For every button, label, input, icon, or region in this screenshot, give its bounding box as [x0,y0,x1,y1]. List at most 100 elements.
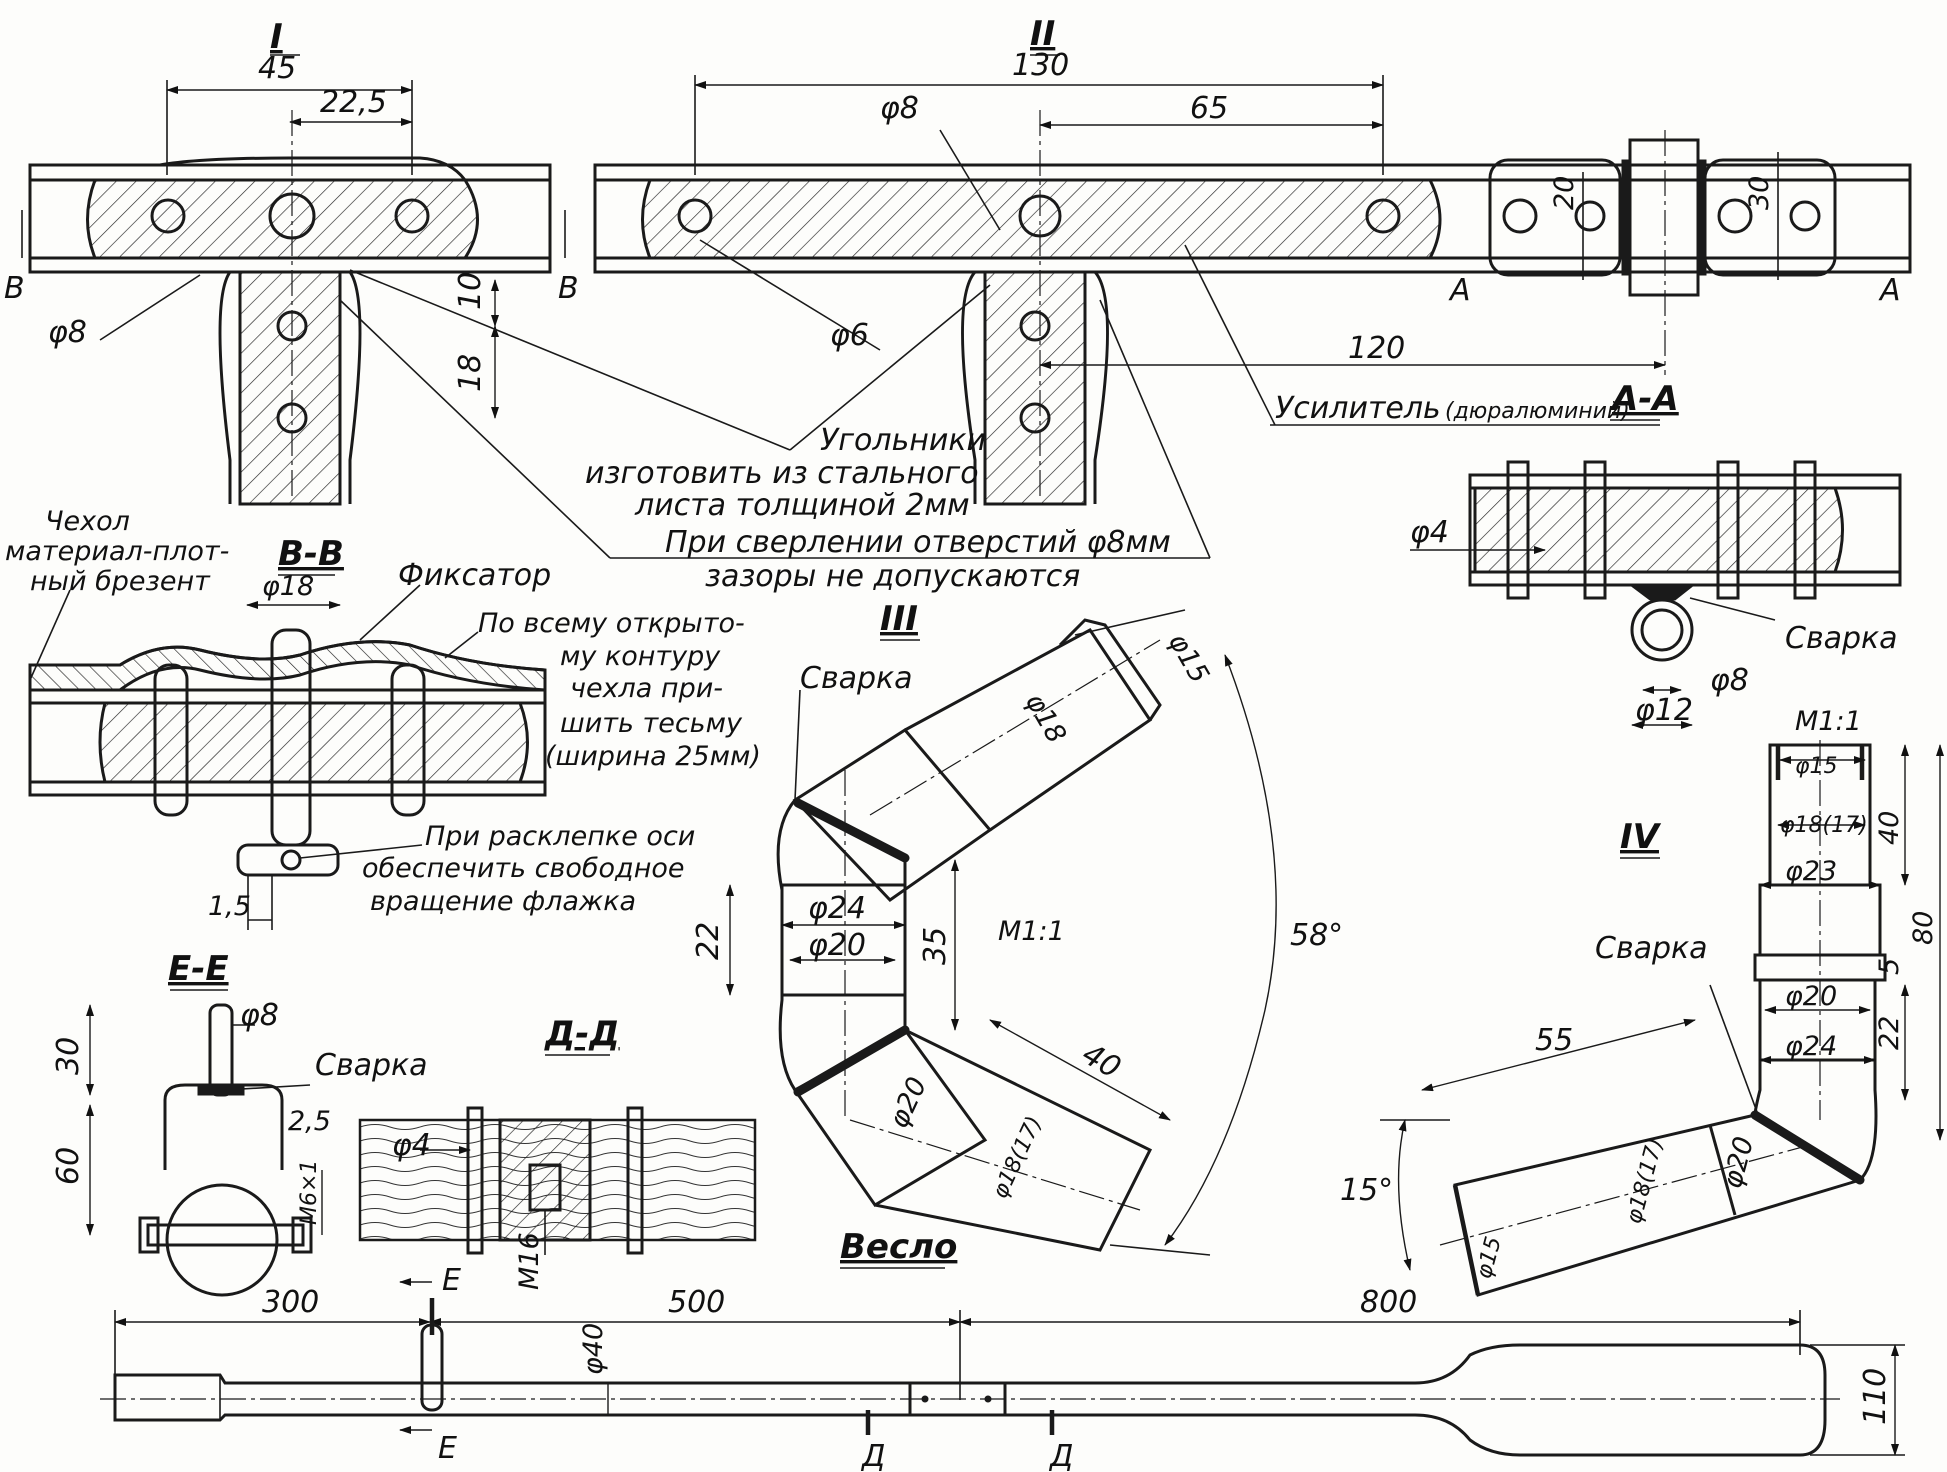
angle-58: 58° [1290,918,1343,953]
view-I-label: I [270,17,283,57]
scale: M1:1 [1795,706,1862,737]
leader-cover [29,589,71,681]
rivet [1793,460,1817,600]
hole [394,198,430,234]
dia-15b: φ15 [1472,1234,1507,1282]
ext-line [1109,1244,1211,1256]
dim-30: 30 [51,1037,86,1075]
dia-15: φ15 [1162,628,1215,689]
section-DD-label: Д-Д [544,1014,620,1054]
leader [1099,299,1211,559]
cover-fabric [28,640,547,692]
leader-dia-8 [939,129,1001,231]
hole [1019,310,1051,342]
dia-6-label: φ6 [830,318,869,353]
dim-45: 45 [258,51,296,86]
dim-40: 40 [1874,811,1905,845]
sew-note-2: му контуру [560,641,721,672]
rivet [1583,460,1607,600]
section-DD [358,1054,757,1255]
section-B-right: B [558,271,579,306]
dia-8: φ8 [1710,663,1749,698]
sew-note-4: шить тесьму [560,708,743,739]
hole [1574,200,1606,232]
hole [1019,402,1051,434]
dim-22: 22 [1874,1016,1905,1050]
dim-300: 300 [262,1285,319,1320]
wood-insert [98,701,529,784]
dim-22-5: 22,5 [320,85,387,120]
latch-pin [420,1323,444,1412]
dim-40: 40 [1076,1037,1127,1086]
dia-15: φ15 [1795,754,1838,779]
angle-arc-15 [1397,1119,1412,1271]
rivet [1506,460,1530,600]
sew-note-1: По всему открыто- [478,608,745,639]
dia-18-17: φ18(17) [1780,813,1868,838]
dia-40: φ40 [578,1323,609,1375]
leader-dia-6 [699,239,881,351]
reinforcer-left [1488,158,1622,277]
tube-inner [1640,608,1684,652]
note-corners-1: Угольники [820,423,986,458]
tube-end [1452,1184,1481,1296]
rivet [466,1106,484,1255]
leader-sew [444,631,479,659]
view-II-label: II [1030,14,1055,54]
leader [339,299,611,559]
weld-seam [1750,1110,1865,1185]
dim-800: 800 [1360,1285,1417,1320]
ext-line [1074,609,1186,636]
cover-note-2: материал-плот- [5,536,229,567]
pin [208,1003,234,1097]
shaft-section [165,1183,279,1297]
weld-label: Сварка [1785,621,1898,656]
axis [1439,1144,1811,1246]
dim-5: 5 [1874,958,1905,975]
axis [849,1119,1141,1211]
dim-18: 18 [453,354,488,392]
section-EE-label: Е-Е [168,949,229,989]
axis [869,639,1161,816]
tube-outline [593,163,1912,274]
view-II [593,54,1912,506]
thread-m16: M16 [514,1232,545,1290]
sew-note-5: (ширина 25мм) [545,741,761,772]
note-drill-1: При сверлении отверстий φ8мм [665,525,1171,560]
note-corners-2: изготовить из стального [585,456,979,491]
dia-18: φ18 [1019,688,1072,749]
corner-right [348,271,362,504]
bolt [146,1223,305,1247]
dia-4: φ4 [392,1128,431,1163]
cover-note-3: ный брезент [30,566,211,597]
corner-left [961,271,977,504]
leader-weld [1709,984,1761,1121]
oar-outline [113,1343,1827,1457]
bolt-head [138,1216,160,1254]
dim-35: 35 [918,927,953,965]
tube-upper-end [1058,618,1162,721]
view-III-label: III [880,599,918,639]
leader-weld [794,689,801,801]
dim-10: 10 [453,272,488,310]
leaders-notes [339,269,1660,559]
dia-24: φ24 [808,891,866,926]
dia-4: φ4 [1410,515,1449,550]
dia-8-label: φ8 [880,91,919,126]
leader [99,274,201,341]
section-EE [86,989,323,1297]
dia-8-label: φ8 [48,315,87,350]
dia-18-17: φ18(17) [988,1113,1048,1203]
nut [291,1216,313,1254]
oar [100,1267,1905,1457]
rivet-note-3: вращение флажка [370,886,636,917]
section-AA-label: А-А [1609,379,1679,419]
dia-24: φ24 [1785,1031,1837,1062]
dia-20b: φ20 [1717,1133,1760,1191]
dim-line-40 [989,1019,1171,1121]
corner-left [218,271,232,504]
dia-18: φ18 [262,571,314,602]
section-E-bottom: Е [438,1431,457,1466]
dim-20: 20 [1549,176,1580,210]
